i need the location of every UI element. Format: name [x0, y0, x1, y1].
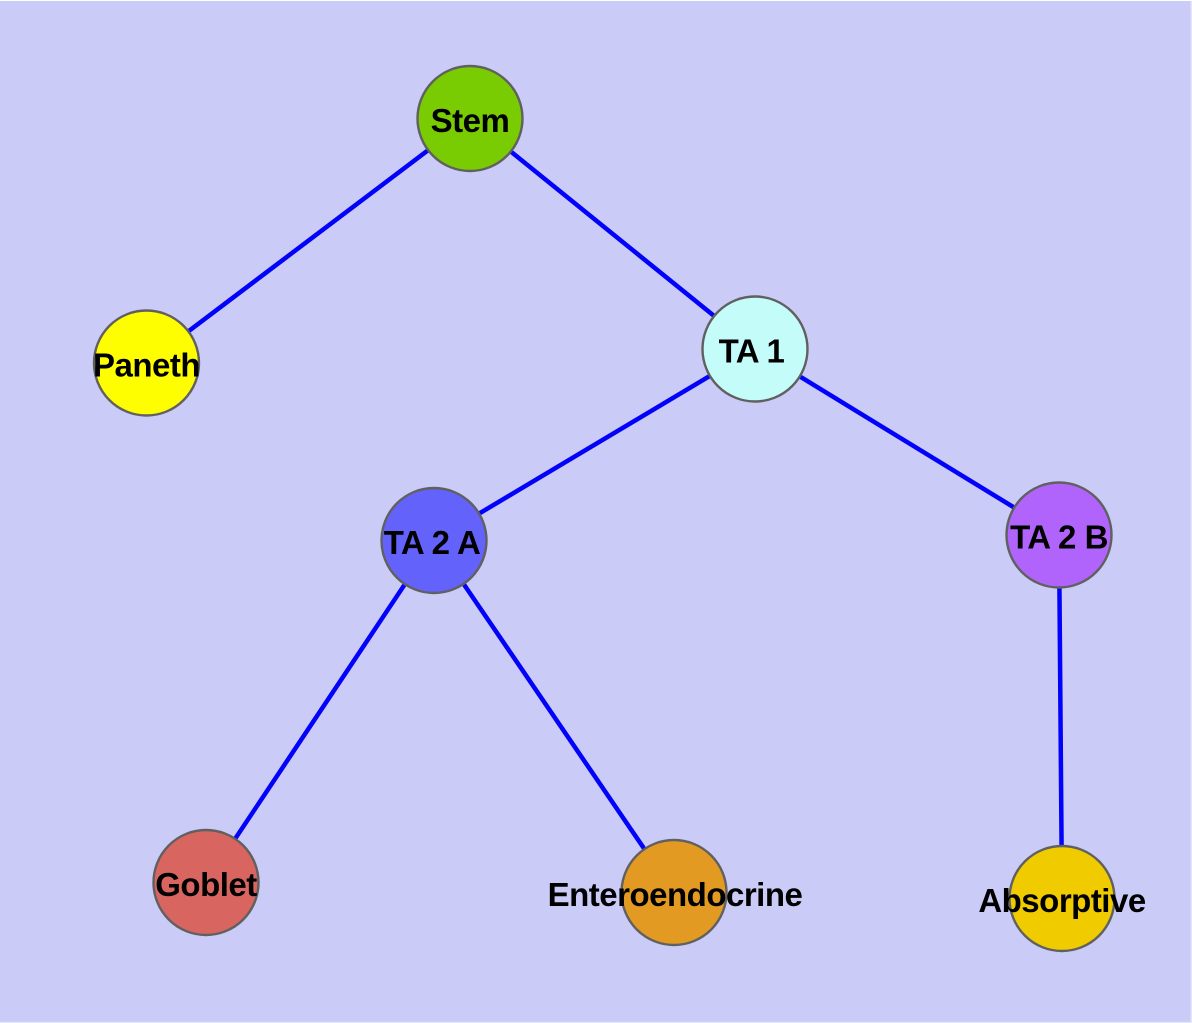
svg-text:Stem: Stem	[431, 102, 510, 139]
svg-text:Absorptive: Absorptive	[978, 882, 1146, 919]
svg-text:Goblet: Goblet	[155, 866, 257, 903]
svg-text:TA 1: TA 1	[719, 333, 785, 370]
svg-text:Paneth: Paneth	[93, 347, 200, 384]
svg-text:TA 2 B: TA 2 B	[1010, 519, 1108, 556]
svg-text:TA 2 A: TA 2 A	[384, 524, 481, 561]
svg-text:Enteroendocrine: Enteroendocrine	[548, 876, 803, 913]
